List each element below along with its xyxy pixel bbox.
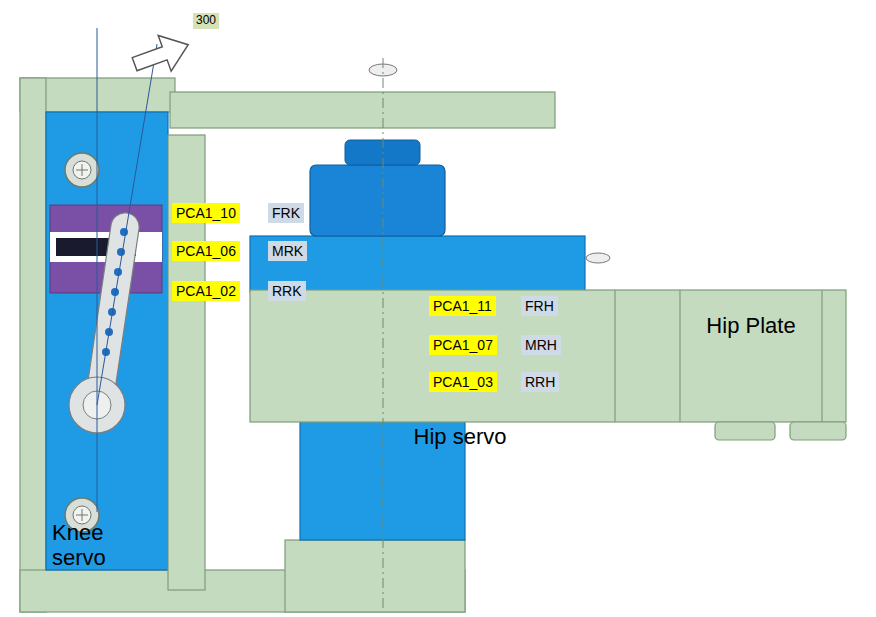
left-frame bbox=[20, 78, 46, 612]
center-line bbox=[383, 58, 384, 612]
pin-name: PCA1_07 bbox=[429, 335, 497, 355]
servo-id: RRH bbox=[521, 372, 559, 392]
callout-arrow bbox=[128, 27, 195, 82]
reference-line bbox=[97, 28, 98, 512]
callout-number: 300 bbox=[193, 13, 219, 29]
servo-id: RRK bbox=[268, 281, 306, 301]
servo-id: MRH bbox=[521, 335, 561, 355]
hip-servo-mount bbox=[285, 540, 465, 612]
servo-id: MRK bbox=[268, 241, 307, 261]
part-name: Knee servo bbox=[52, 520, 124, 571]
pin-name: PCA1_03 bbox=[429, 372, 497, 392]
hip-arm bbox=[170, 92, 555, 128]
servo-id: FRK bbox=[268, 203, 304, 223]
part-name: Hip servo bbox=[360, 424, 560, 449]
horn-line bbox=[97, 44, 157, 405]
hip-servo-top bbox=[310, 165, 445, 236]
hip-plate bbox=[250, 290, 846, 440]
pin-name: PCA1_02 bbox=[172, 281, 240, 301]
knee-servo-body bbox=[46, 112, 168, 570]
servo-horn bbox=[69, 213, 139, 433]
pin-name: PCA1_06 bbox=[172, 241, 240, 261]
pin-name: PCA1_11 bbox=[429, 296, 496, 316]
part-name: Hip Plate bbox=[686, 313, 816, 338]
servo-id: FRH bbox=[521, 296, 558, 316]
flange-screw bbox=[586, 253, 610, 263]
pin-name: PCA1_10 bbox=[172, 203, 240, 223]
